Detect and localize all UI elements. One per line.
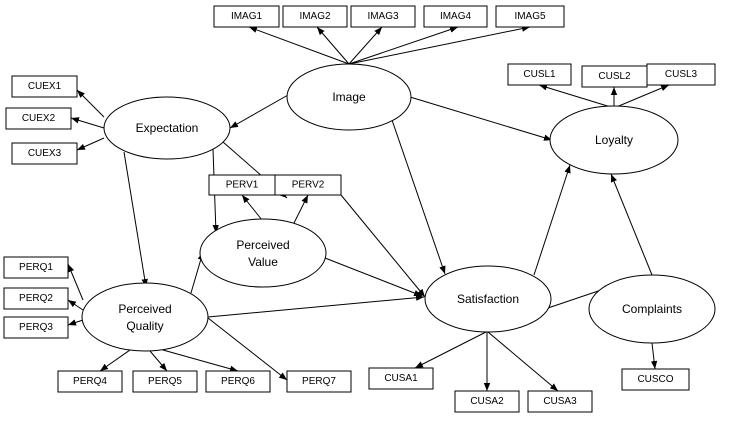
- arrow-image-to-imag1: [248, 26, 350, 65]
- construct-label-line2: Value: [248, 255, 278, 269]
- indicator-label: CUSA1: [384, 373, 418, 384]
- construct-label-line2: Quality: [126, 319, 163, 333]
- arrow-perceived-quality-to-satisfaction: [207, 294, 425, 318]
- construct-label: Loyalty: [595, 133, 633, 147]
- indicator-label: PERQ7: [302, 376, 336, 387]
- indicator-label: IMAG2: [299, 11, 331, 22]
- construct-label-line1: Perceived: [118, 302, 171, 316]
- indicator-label: CUEX2: [22, 113, 56, 124]
- indicator-label: IMAG4: [440, 11, 472, 22]
- indicator-perq3: PERQ3: [3, 316, 69, 339]
- arrow-perceived-quality-to-perq3: [67, 319, 84, 326]
- indicator-cusl2: CUSL2: [581, 65, 648, 88]
- indicator-label: PERQ2: [19, 293, 53, 304]
- indicator-label: CUSA3: [543, 396, 577, 407]
- indicator-perq1: PERQ1: [3, 256, 69, 279]
- construct-label-line1: Perceived: [236, 238, 289, 252]
- arrow-loyalty-to-cusl1: [538, 84, 615, 109]
- indicator-label: CUSCO: [637, 374, 673, 385]
- indicator-label: CUSL1: [523, 69, 556, 80]
- arrow-satisfaction-to-loyalty: [533, 164, 571, 276]
- arrow-image-to-satisfaction: [391, 119, 446, 275]
- indicator-perv1: PERV1: [208, 174, 276, 196]
- indicator-cusl1: CUSL1: [507, 63, 572, 86]
- arrow-expectation-to-cuex3: [76, 137, 105, 151]
- indicator-perq7: PERQ7: [286, 370, 352, 393]
- construct-label: Satisfaction: [457, 292, 519, 306]
- arrow-complaints-to-loyalty: [610, 173, 653, 276]
- indicator-cuex3: CUEX3: [11, 142, 78, 165]
- arrow-perceived-value-to-perv2: [292, 194, 309, 226]
- arrow-image-to-loyalty: [409, 96, 553, 141]
- construct-image: Image: [286, 63, 412, 131]
- indicator-label: CUEX1: [28, 81, 62, 92]
- construct-satisfaction: Satisfaction: [424, 265, 552, 333]
- construct-perceived-value: Perceived Value: [199, 218, 327, 288]
- indicator-label: CUEX3: [28, 148, 62, 159]
- arrow-perceived-quality-to-perq6: [162, 349, 239, 372]
- indicator-label: PERQ4: [73, 376, 107, 387]
- arrow-perceived-value-to-satisfaction: [324, 257, 423, 297]
- indicator-cuex2: CUEX2: [5, 107, 72, 130]
- indicator-imag2: IMAG2: [282, 5, 348, 28]
- indicator-cusa1: CUSA1: [368, 367, 434, 390]
- indicator-label: PERQ6: [221, 376, 255, 387]
- arrow-image-to-imag3: [348, 26, 383, 65]
- indicator-cuex1: CUEX1: [11, 75, 78, 98]
- arrow-expectation-to-cuex2: [70, 117, 105, 129]
- arrow-perv2-to-satisfaction: [340, 194, 426, 298]
- arrow-expectation-to-perceived-quality: [123, 151, 148, 288]
- arrow-image-to-imag4: [348, 26, 459, 65]
- indicator-imag5: IMAG5: [495, 5, 565, 28]
- arrow-image-to-imag5: [348, 25, 531, 65]
- construct-complaints: Complaints: [588, 274, 716, 344]
- indicator-cusa3: CUSA3: [527, 390, 593, 413]
- indicator-label: CUSL3: [665, 69, 698, 80]
- indicator-label: PERQ1: [19, 262, 53, 273]
- arrow-perceived-quality-to-perq1: [67, 263, 84, 301]
- arrow-complaints-to-cusco: [650, 342, 658, 370]
- indicator-cusl3: CUSL3: [646, 63, 716, 86]
- construct-label: Image: [332, 90, 366, 104]
- indicator-label: IMAG3: [367, 11, 399, 22]
- arrow-perceived-quality-to-perq2: [67, 299, 84, 311]
- indicator-perq6: PERQ6: [205, 370, 271, 393]
- indicator-perq5: PERQ5: [132, 370, 198, 393]
- indicator-label: IMAG1: [231, 11, 263, 22]
- construct-expectation: Expectation: [103, 96, 231, 160]
- indicator-perq4: PERQ4: [57, 370, 123, 393]
- arrow-loyalty-to-cusl3: [613, 84, 670, 109]
- indicator-label: PERV2: [292, 180, 325, 191]
- indicator-imag4: IMAG4: [423, 5, 488, 28]
- arrow-satisfaction-to-cusa1: [414, 331, 487, 369]
- arrow-expectation-to-cuex1: [76, 89, 105, 118]
- arrow-satisfaction-to-cusa3: [487, 331, 559, 392]
- arrow-image-to-imag2: [316, 26, 350, 65]
- indicator-cusa2: CUSA2: [454, 390, 520, 413]
- indicator-imag3: IMAG3: [350, 5, 416, 28]
- indicator-label: CUSA2: [470, 396, 504, 407]
- construct-label: Expectation: [136, 121, 199, 135]
- indicator-label: IMAG5: [514, 11, 546, 22]
- construct-loyalty: Loyalty: [549, 105, 679, 175]
- indicator-cusco: CUSCO: [621, 368, 690, 391]
- indicator-label: CUSL2: [598, 71, 631, 82]
- arrow-perceived-value-to-perv1: [241, 194, 263, 221]
- arrow-perceived-quality-to-perq5: [149, 350, 168, 372]
- arrow-image-to-expectation: [229, 94, 289, 129]
- indicator-label: PERV1: [226, 180, 259, 191]
- indicator-perv2: PERV2: [274, 174, 342, 196]
- construct-perceived-quality: Perceived Quality: [81, 282, 209, 352]
- arrow-perceived-quality-to-perq7: [207, 317, 288, 381]
- indicator-label: PERQ3: [19, 322, 53, 333]
- indicator-perq2: PERQ2: [3, 287, 69, 310]
- indicator-label: PERQ5: [148, 376, 182, 387]
- arrow-perceived-quality-to-perq4: [99, 349, 131, 372]
- construct-label: Complaints: [622, 302, 682, 316]
- indicator-imag1: IMAG1: [213, 5, 280, 28]
